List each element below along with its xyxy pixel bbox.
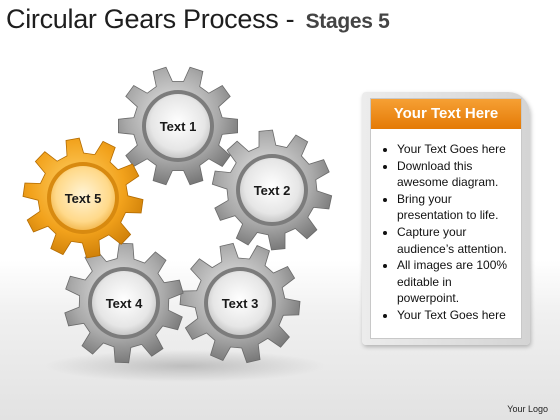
gear-hub	[146, 94, 210, 158]
bullet-item: Download this awesome diagram.	[397, 158, 515, 191]
gear-3: Text 3	[179, 242, 301, 364]
gear-2: Text 2	[211, 129, 333, 251]
gear-hub	[208, 271, 272, 335]
gear-hub	[51, 166, 115, 230]
gear-label: Text 3	[222, 296, 259, 311]
slide-title: Circular Gears Process - Stages 5	[6, 4, 390, 35]
text-panel: Your Text Here Your Text Goes hereDownlo…	[362, 92, 530, 345]
title-stage: Stages 5	[305, 10, 390, 33]
gear-hub	[240, 158, 304, 222]
text-panel-inner: Your Text Here Your Text Goes hereDownlo…	[370, 98, 522, 339]
bullet-item: Bring your presentation to life.	[397, 191, 515, 224]
floor-shadow	[45, 350, 325, 382]
gear-4: Text 4	[64, 242, 184, 364]
gears-diagram: Text 1 Text 2 Text 3 Text 4 Text 5	[22, 66, 333, 382]
gear-1: Text 1	[118, 66, 238, 186]
title-main: Circular Gears Process -	[6, 4, 302, 34]
bullet-item: Your Text Goes here	[397, 307, 515, 324]
bullet-item: Capture your audience’s attention.	[397, 224, 515, 257]
gear-label: Text 2	[254, 183, 291, 198]
gear-hub	[92, 271, 156, 335]
logo-text: Your Logo	[507, 404, 548, 414]
gear-5: Text 5	[22, 137, 144, 259]
gear-label: Text 1	[160, 119, 197, 134]
bullet-item: Your Text Goes here	[397, 141, 515, 158]
panel-header: Your Text Here	[371, 99, 521, 129]
gear-label: Text 4	[106, 296, 143, 311]
bullet-list: Your Text Goes hereDownload this awesome…	[371, 141, 521, 324]
bullet-item: All images are 100% editable in powerpoi…	[397, 257, 515, 307]
gear-label: Text 5	[65, 191, 102, 206]
